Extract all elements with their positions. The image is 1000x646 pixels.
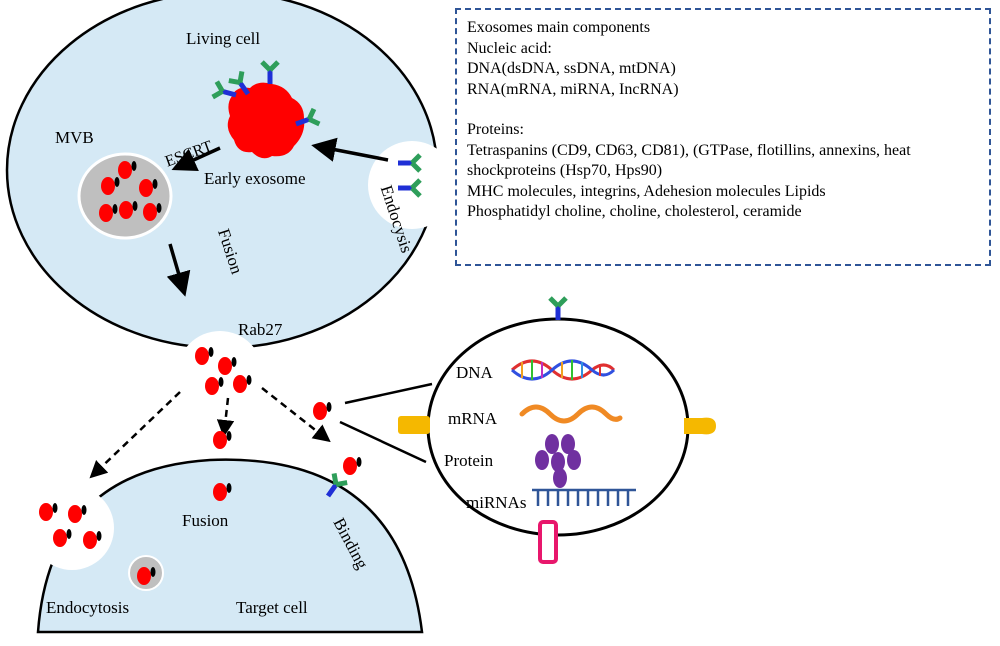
endocysis-arrow — [311, 137, 389, 162]
dna-helix-icon — [510, 359, 616, 381]
dashed-arrow-fusion — [216, 397, 235, 438]
components-title: Exosomes main components — [467, 19, 651, 36]
released-exosome — [213, 431, 232, 449]
rab27-label: Rab27 — [238, 320, 283, 339]
mirna-comb-icon — [532, 488, 636, 506]
escrt-arrow — [171, 146, 221, 172]
left-yellow-tab — [398, 416, 430, 434]
dna-label: DNA — [456, 363, 494, 382]
pink-tab — [538, 520, 558, 564]
fusion-arrow — [166, 243, 191, 297]
dashed-arrow-endocytosis — [89, 391, 181, 479]
endocytosis-label: Endocytosis — [46, 598, 129, 617]
spacer — [467, 100, 979, 120]
dashed-arrow-binding — [261, 387, 331, 443]
secretion-bubble — [177, 331, 263, 417]
target-endocytosis-bubble — [30, 486, 114, 570]
mrna-label: mRNA — [448, 409, 498, 428]
zoom-line-top — [344, 382, 433, 405]
mhc-line: MHC molecules, integrins, Adehesion mole… — [467, 182, 826, 200]
mirnas-label: miRNAs — [466, 493, 526, 512]
components-box: Exosomes main components Nucleic acid: D… — [455, 8, 991, 266]
right-yellow-tab — [686, 417, 716, 435]
rna-line: RNA(mRNA, miRNA, IncRNA) — [467, 80, 679, 98]
right-yellow-stem — [684, 418, 692, 434]
fusion-bottom-label: Fusion — [182, 511, 229, 530]
mrna-strand-icon — [519, 404, 623, 424]
target-cell-label: Target cell — [236, 598, 308, 617]
living-cell-label: Living cell — [186, 29, 260, 48]
tetraspanins-line: Tetraspanins (CD9, CD63, CD81), (GTPase,… — [467, 141, 911, 180]
protein-cluster-icon — [535, 434, 581, 488]
proteins-heading: Proteins: — [467, 121, 524, 138]
nucleic-acid-heading: Nucleic acid: — [467, 39, 552, 57]
zoom-exosome — [313, 402, 332, 420]
structure-receptor — [550, 298, 566, 320]
dna-line: DNA(dsDNA, ssDNA, mtDNA) — [467, 60, 676, 77]
lipids-line: Phosphatidyl choline, choline, cholester… — [467, 203, 802, 220]
protein-label: Protein — [444, 451, 494, 470]
early-exosome-label: Early exosome — [204, 169, 306, 188]
zoom-line-bottom — [339, 420, 427, 464]
early-exosome-blob — [227, 82, 305, 159]
mvb-label: MVB — [55, 128, 94, 147]
binding-exosome — [343, 457, 362, 475]
